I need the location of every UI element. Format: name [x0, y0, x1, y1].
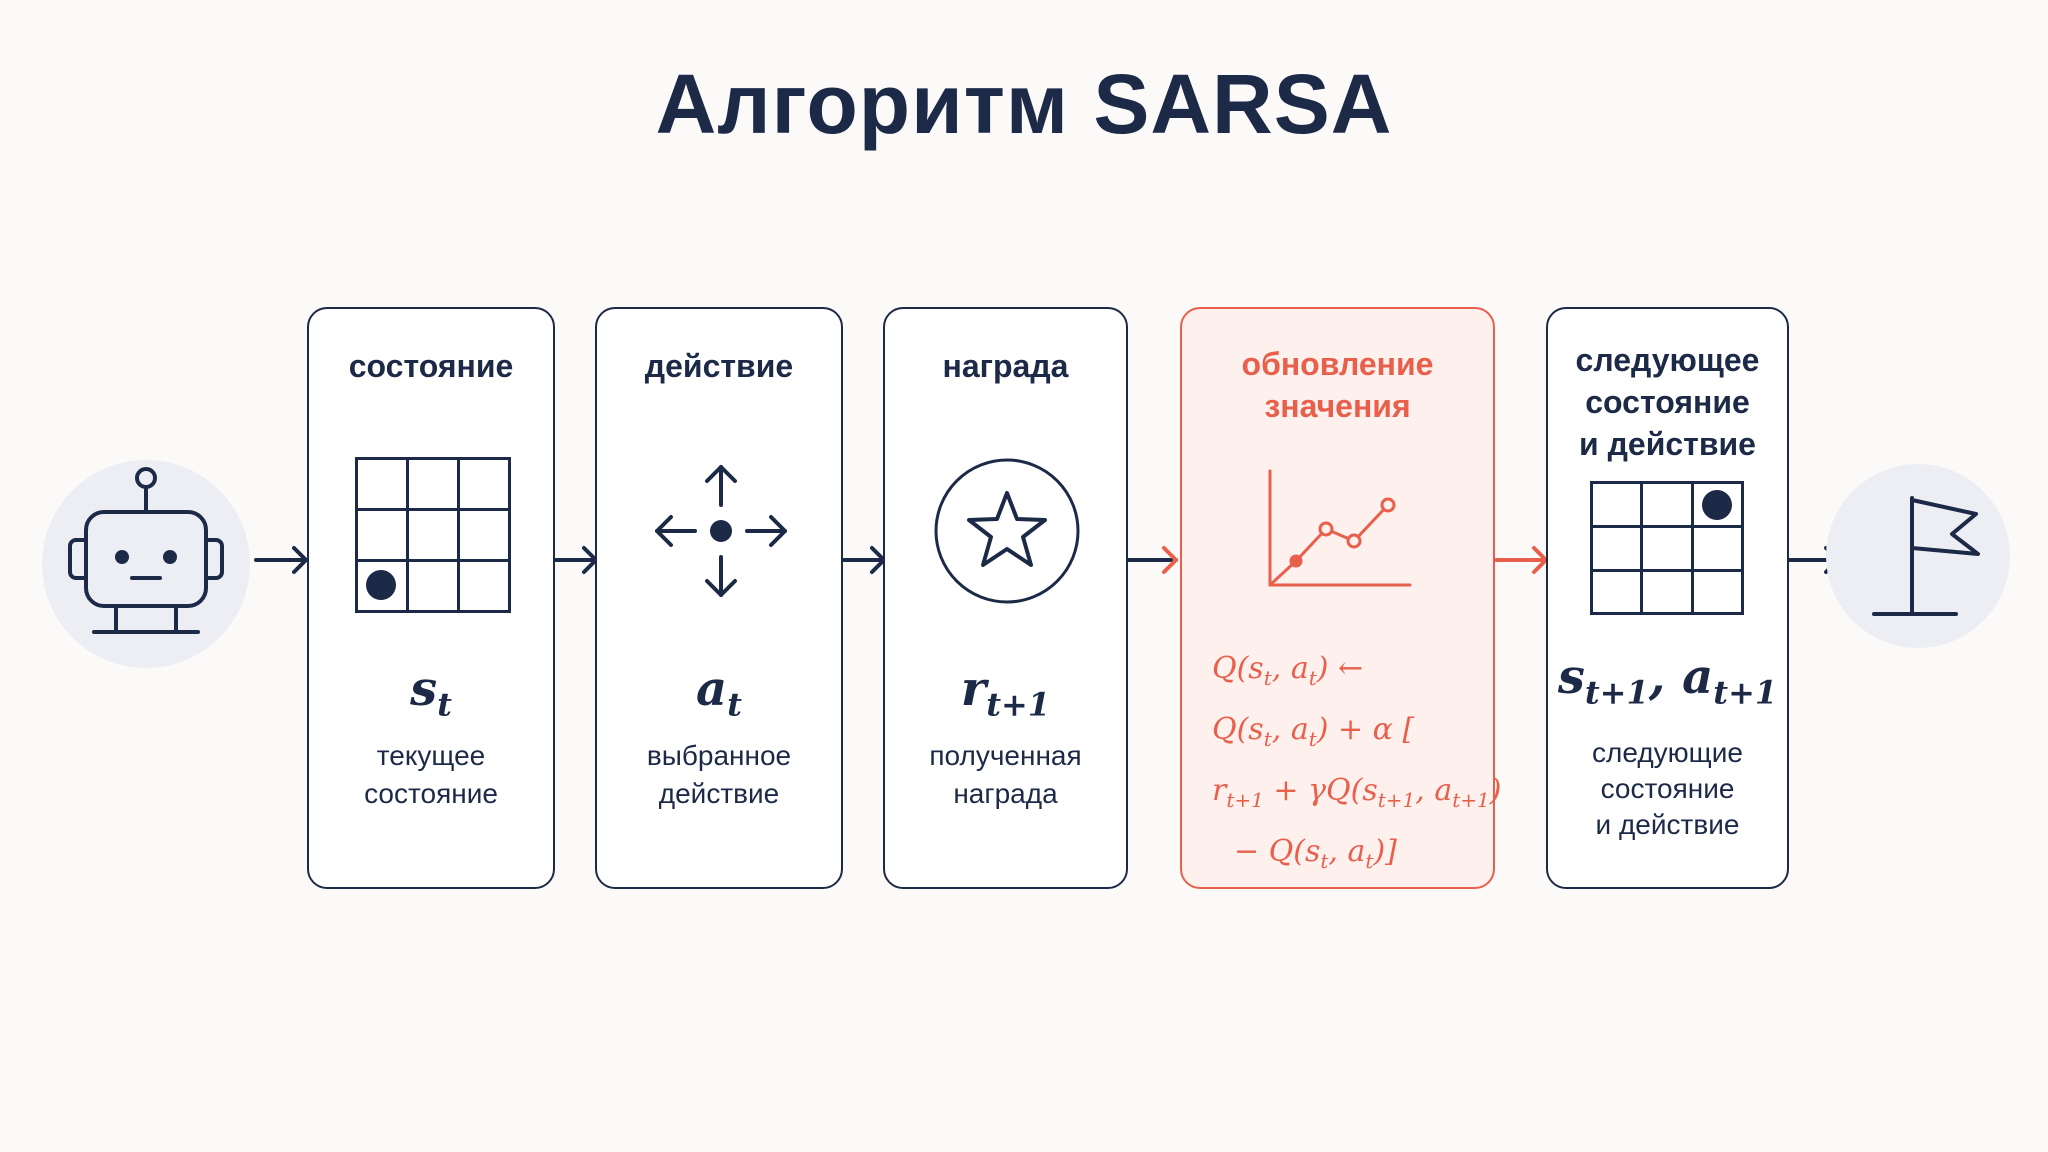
card-title: следующее состояние и действие: [1575, 342, 1760, 462]
arrow-robot-to-state: [254, 546, 308, 574]
card-title: действие: [644, 348, 794, 384]
line-chart-icon: [1268, 469, 1412, 587]
symbol-action: at: [696, 661, 742, 724]
card-description: текущее состояние: [364, 740, 498, 809]
sarsa-update-formula: Q(st, at) ← Q(st, at) + α [ rt+1 + γQ(st…: [1212, 643, 1501, 887]
card-title: награда: [942, 348, 1069, 384]
formula-line: rt+1 + γQ(st+1, at+1): [1212, 773, 1502, 812]
symbol-reward: rt+1: [960, 661, 1051, 724]
agent-marker: [1702, 490, 1732, 520]
page-title: Алгоритм SARSA: [655, 57, 1393, 151]
move-arrows-icon: [655, 465, 787, 597]
card-reward: награда rt+1 полученная награда: [883, 307, 1128, 889]
grid-icon: [1590, 481, 1744, 615]
card-description: полученная награда: [929, 740, 1082, 809]
card-state: состояние st текущее состояние: [307, 307, 555, 889]
arrow-reward-to-update: [1124, 546, 1178, 574]
grid-icon: [355, 457, 511, 613]
card-next-state-action: следующее состояние и действие st+1, at+…: [1546, 307, 1789, 889]
arrow-update-to-next: [1494, 546, 1548, 574]
card-description: выбранное действие: [646, 740, 792, 809]
symbol-state: st: [410, 661, 452, 724]
card-action: действие at выбранное действие: [595, 307, 843, 889]
flag-icon: [1872, 496, 1980, 616]
formula-line: Q(st, at) ←: [1212, 651, 1364, 690]
agent-marker: [366, 570, 396, 600]
formula-line: Q(st, at) + α [: [1212, 712, 1415, 751]
card-title: состояние: [348, 348, 514, 384]
robot-icon: [68, 467, 224, 634]
card-value-update: обновление значения Q(st, at) ← Q(st, at…: [1180, 307, 1501, 889]
formula-line: − Q(st, at)]: [1234, 834, 1397, 873]
star-icon: [934, 458, 1080, 604]
symbol-next-state-action: st+1, at+1: [1557, 649, 1778, 712]
card-description: следующие состояние и действие: [1592, 737, 1743, 840]
goal-badge: [1826, 464, 2010, 648]
card-title: обновление значения: [1241, 346, 1434, 424]
